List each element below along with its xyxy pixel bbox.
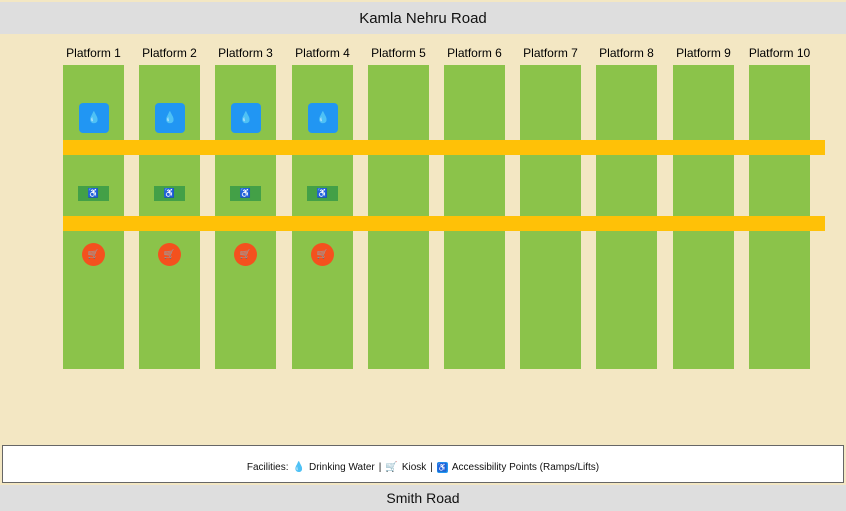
platform-label: Platform 4	[295, 46, 350, 60]
platform-label: Platform 3	[218, 46, 273, 60]
platform-label: Platform 9	[676, 46, 731, 60]
legend: Facilities: 💧 Drinking Water | 🛒 Kiosk |…	[2, 445, 844, 483]
shopping-cart-icon[interactable]: 🛒	[311, 243, 334, 266]
water-drop-icon-glyph: 💧	[316, 111, 330, 124]
water-drop-icon[interactable]: 💧	[308, 103, 338, 133]
legend-water-label: Drinking Water	[308, 461, 375, 473]
wheelchair-icon-glyph: ♿	[163, 188, 176, 198]
platform-label: Platform 8	[599, 46, 654, 60]
wheelchair-icon-glyph: ♿	[316, 188, 329, 198]
legend-access-label: Accessibility Points (Ramps/Lifts)	[451, 461, 600, 473]
road-label-bottom: Smith Road	[386, 490, 460, 506]
shopping-cart-icon-glyph: 🛒	[239, 249, 252, 259]
wheelchair-icon: ♿	[436, 461, 448, 473]
wheelchair-icon[interactable]: ♿	[154, 186, 185, 201]
wheelchair-icon[interactable]: ♿	[230, 186, 261, 201]
legend-separator: |	[378, 461, 382, 473]
wheelchair-icon-glyph: ♿	[87, 188, 100, 198]
water-drop-icon: 💧	[292, 461, 305, 473]
legend-separator: |	[430, 461, 433, 473]
platform-label: Platform 2	[142, 46, 197, 60]
legend-prefix: Facilities:	[246, 461, 289, 473]
water-drop-icon[interactable]: 💧	[231, 103, 261, 133]
road-kamla-nehru: Kamla Nehru Road	[0, 2, 846, 34]
platform-label: Platform 5	[371, 46, 426, 60]
platform-label: Platform 1	[66, 46, 121, 60]
platform-label: Platform 7	[523, 46, 578, 60]
walkway-lower	[63, 216, 825, 231]
water-drop-icon[interactable]: 💧	[155, 103, 185, 133]
legend-kiosk-label: Kiosk	[401, 461, 427, 473]
wheelchair-icon[interactable]: ♿	[78, 186, 109, 201]
wheelchair-icon-glyph: ♿	[239, 188, 252, 198]
road-label-top: Kamla Nehru Road	[359, 9, 487, 27]
walkway-upper	[63, 140, 825, 155]
station-map: Platform 1 💧 ♿ 🛒 Platform 2 💧 ♿ 🛒 Platform 3 💧 ♿ 🛒 P…	[0, 34, 846, 445]
shopping-cart-icon: 🛒	[385, 461, 398, 473]
platform-label: Platform 6	[447, 46, 502, 60]
shopping-cart-icon-glyph: 🛒	[87, 249, 100, 259]
water-drop-icon-glyph: 💧	[87, 111, 101, 124]
water-drop-icon-glyph: 💧	[239, 111, 253, 124]
shopping-cart-icon-glyph: 🛒	[163, 249, 176, 259]
road-smith: Smith Road	[0, 485, 846, 511]
wheelchair-icon[interactable]: ♿	[307, 186, 338, 201]
shopping-cart-icon-glyph: 🛒	[316, 249, 329, 259]
water-drop-icon-glyph: 💧	[163, 111, 177, 124]
shopping-cart-icon[interactable]: 🛒	[158, 243, 181, 266]
platform-label: Platform 10	[748, 46, 811, 60]
shopping-cart-icon[interactable]: 🛒	[82, 243, 105, 266]
shopping-cart-icon[interactable]: 🛒	[234, 243, 257, 266]
water-drop-icon[interactable]: 💧	[79, 103, 109, 133]
